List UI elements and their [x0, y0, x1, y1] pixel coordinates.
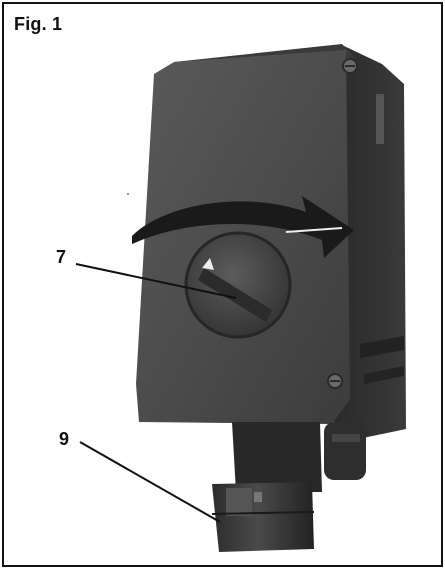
cable-gland — [324, 422, 366, 480]
enclosure-side-panel — [334, 46, 406, 444]
callout-label-9: 9 — [59, 429, 70, 449]
socket-plug — [211, 422, 322, 552]
figure-label: Fig. 1 — [14, 14, 63, 34]
mounting-screw-icon — [327, 373, 343, 389]
rotation-arrow-icon — [132, 196, 354, 258]
callout-label-7: 7 — [56, 247, 67, 267]
rotary-switch-knob — [184, 231, 292, 339]
callout-9-leader — [79, 441, 221, 523]
socket-outlet-photo — [75, 44, 406, 552]
callout-7-leader — [75, 263, 237, 299]
mounting-screw-icon — [342, 58, 358, 74]
